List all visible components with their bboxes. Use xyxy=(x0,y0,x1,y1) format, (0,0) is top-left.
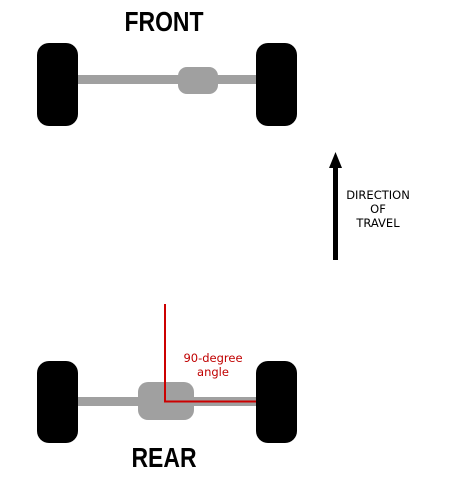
direction-arrow-head xyxy=(329,152,342,168)
rear-right-tire xyxy=(256,361,297,443)
front-left-tire xyxy=(37,43,78,126)
front-axle-shaft xyxy=(74,75,264,84)
direction-arrow-shaft xyxy=(333,164,338,260)
angle-indicator xyxy=(164,304,256,403)
front-right-tire xyxy=(256,43,297,126)
direction-label-line2: OF xyxy=(370,202,386,216)
direction-of-travel-label: DIRECTION OF TRAVEL xyxy=(336,188,420,230)
front-label: FRONT xyxy=(124,6,204,37)
direction-arrow xyxy=(329,152,342,260)
angle-label-line1: 90-degree xyxy=(183,351,243,365)
front-axle-assembly xyxy=(37,43,297,126)
rear-label: REAR xyxy=(131,442,197,473)
angle-label: 90-degree angle xyxy=(170,351,256,379)
direction-label-line3: TRAVEL xyxy=(356,216,400,230)
rear-left-tire xyxy=(37,361,78,443)
direction-label-line1: DIRECTION xyxy=(346,188,410,202)
angle-label-line2: angle xyxy=(197,365,229,379)
front-differential xyxy=(178,67,218,94)
